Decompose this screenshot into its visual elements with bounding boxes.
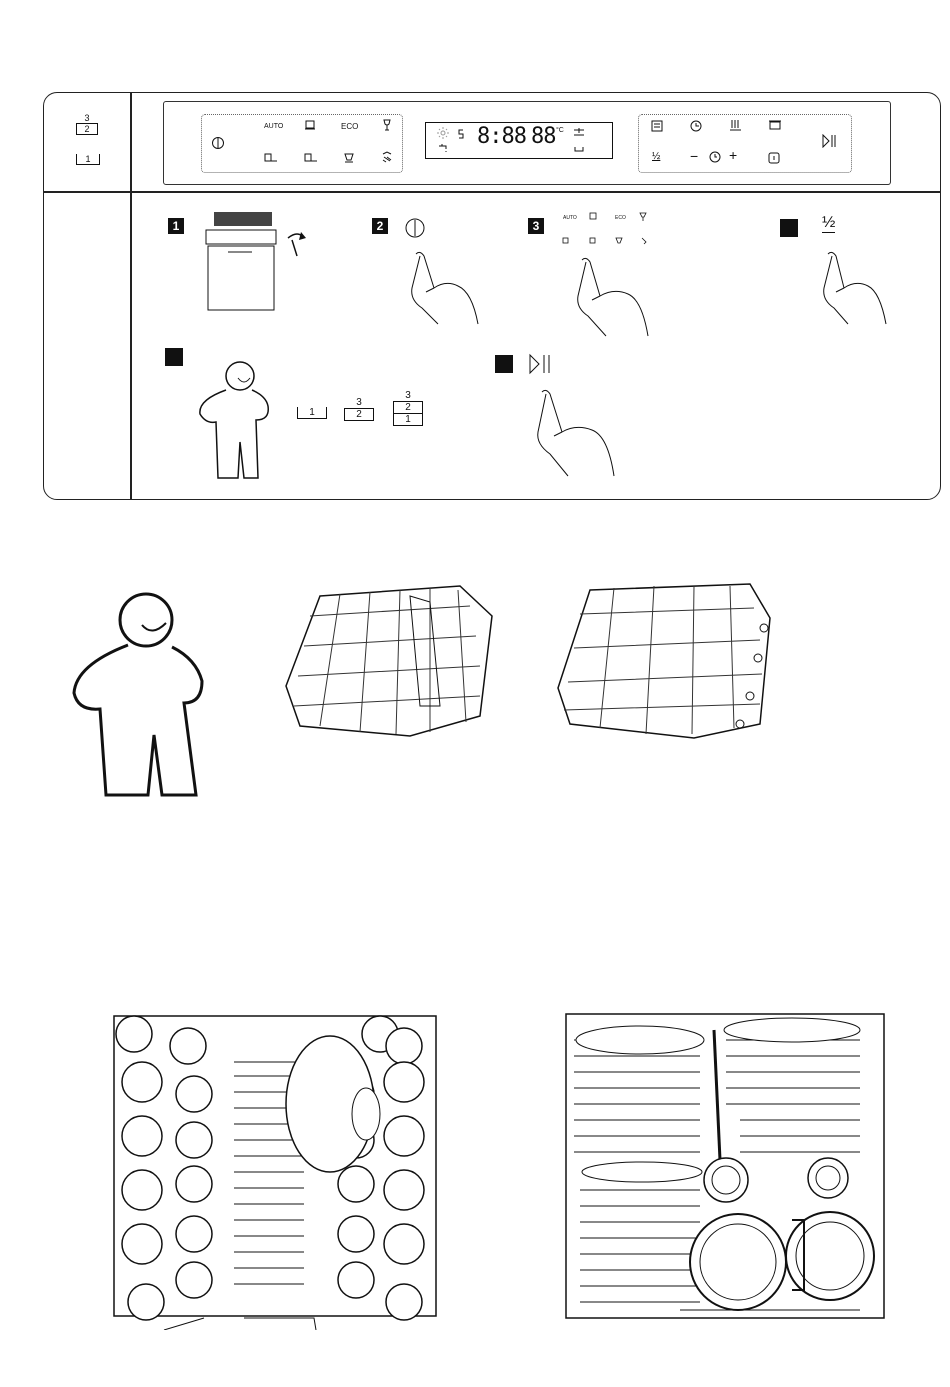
loaded-lower-rack [560, 1010, 890, 1330]
plus-label[interactable]: + [729, 147, 737, 163]
loaded-upper-rack [104, 1012, 444, 1330]
upper-rack-drawing [280, 576, 500, 746]
step-2-power-icon [404, 217, 426, 239]
rack-badge-32: 3 2 [76, 113, 98, 135]
option-buttons-group [638, 114, 852, 173]
power-icon[interactable] [211, 136, 225, 150]
lock-icon[interactable] [768, 152, 780, 164]
tablet-icon[interactable] [651, 119, 663, 133]
display-unit: °C [556, 127, 564, 134]
half-load-label[interactable]: ½ [652, 151, 660, 162]
intensive-icon[interactable] [768, 119, 782, 131]
extra-dry-icon[interactable] [729, 119, 743, 131]
step-2-badge: 2 [372, 218, 388, 234]
quick-30-icon[interactable] [304, 153, 318, 163]
program-buttons-group [201, 114, 403, 173]
timer-icon[interactable] [709, 151, 723, 163]
hand-finger-icon [532, 386, 622, 480]
tap-icon [438, 143, 450, 153]
rack-level-double: 3 2 [344, 397, 374, 421]
step-3-badge: 3 [528, 218, 544, 234]
rack-indicator-icon [573, 127, 585, 153]
auto-label[interactable]: AUTO [264, 123, 283, 130]
step-6-play-pause-icon [528, 353, 554, 375]
eco-label[interactable]: ECO [341, 122, 358, 131]
person-icon [192, 356, 274, 482]
step-6-badge [495, 355, 513, 373]
frame-horizontal-divider [43, 191, 941, 193]
cup-icon[interactable] [343, 152, 355, 164]
step-1-badge: 1 [168, 218, 184, 234]
quick-60-icon[interactable] [264, 153, 278, 163]
frame-vertical-divider [130, 92, 132, 500]
person-icon [68, 585, 208, 800]
display-temp: 88 [531, 124, 556, 149]
glass-icon[interactable] [382, 119, 392, 131]
display-time: 8:88 [477, 124, 526, 149]
rack-level-single: 1 [297, 407, 327, 419]
rack-badge-1: 1 [76, 154, 100, 165]
hand-finger-icon [818, 248, 892, 328]
step-4-badge [780, 219, 798, 237]
sun-icon [437, 127, 449, 139]
hand-finger-icon [406, 248, 484, 328]
step-4-half-load: ½ [822, 214, 835, 233]
dishwasher-icon [200, 208, 315, 314]
minus-label[interactable]: − [690, 148, 698, 164]
delay-icon[interactable] [690, 120, 704, 132]
step-3-program-icons [560, 210, 660, 250]
play-pause-icon[interactable] [822, 134, 838, 148]
hand-finger-icon [572, 254, 656, 340]
step-5-badge [165, 348, 183, 366]
pot-icon[interactable] [304, 119, 316, 131]
lower-rack-drawing [554, 578, 776, 744]
salt-icon [457, 129, 465, 139]
rack-level-triple: 3 2 1 [393, 390, 423, 426]
rinse-icon[interactable] [381, 151, 393, 163]
